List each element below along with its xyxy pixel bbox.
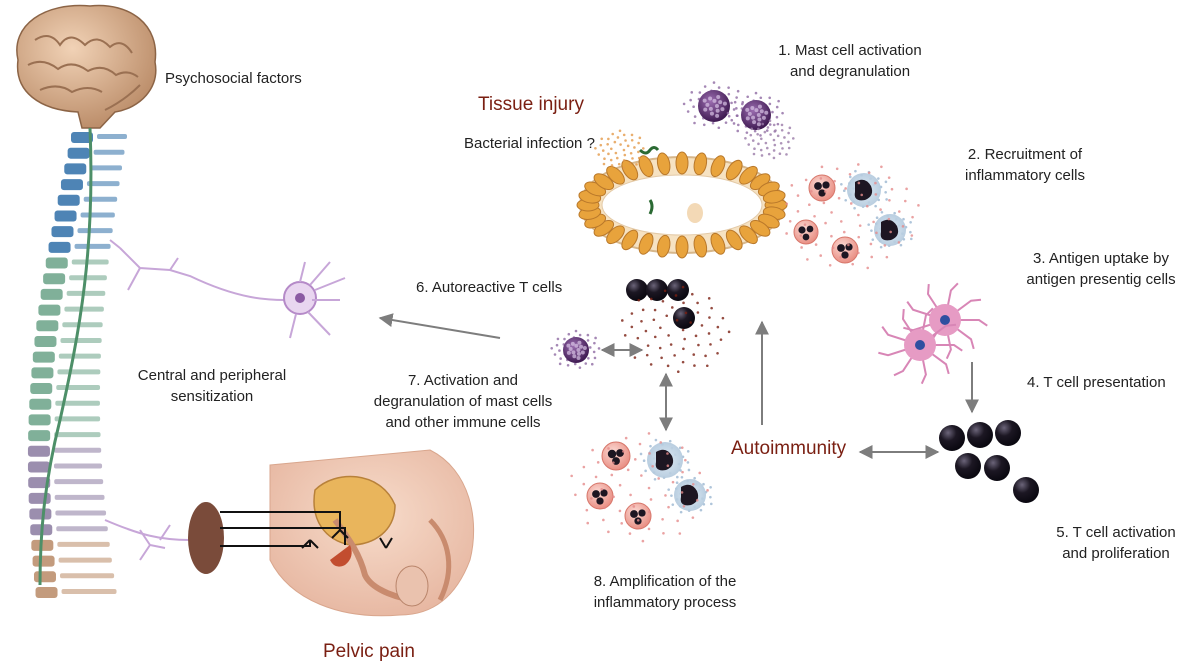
step3-line2: antigen presentig cells [1026,271,1176,288]
step2-line1: 2. Recruitment of [967,146,1083,163]
label-step5: 5. T cell activation and proliferation [1040,522,1192,564]
pain-pathway-lines [220,511,393,549]
step2-line2: inflammatory cells [964,167,1086,184]
neutrophil [601,441,631,471]
arrow-to-neuron [378,313,501,339]
label-pelvic-pain: Pelvic pain [323,641,415,662]
neutrophil [624,502,652,530]
mast-cell [682,81,744,130]
label-central-sensitization: Central and peripheral sensitization [112,365,312,407]
step7-line1: 7. Activation and [407,372,519,389]
t-cell [955,453,981,479]
step7-line2: degranulation of mast cells [373,393,553,410]
label-step8: 8. Amplification of the inflammatory pro… [570,571,760,613]
epithelium-ring [576,151,788,259]
pelvis-illustration [269,449,475,617]
neuron-upper [109,239,346,339]
step8-line2: inflammatory process [593,594,737,611]
macrophage [867,210,913,249]
label-step7: 7. Activation and degranulation of mast … [358,370,568,433]
bacteria [638,146,703,223]
antigen-presenting-cell [878,307,963,385]
t-cell [1013,477,1039,503]
mast-cell [726,91,784,137]
step1-line1: 1. Mast cell activation [778,42,922,59]
spinal-cord [38,127,93,586]
neutrophil [586,482,614,510]
label-step3: 3. Antigen uptake by antigen presentig c… [1010,248,1192,290]
neutrophil [808,174,836,202]
t-cell [667,279,689,301]
neutrophil [793,219,819,245]
t-cell [995,420,1021,446]
t-cell [626,279,648,301]
pelvic-organ [188,502,224,574]
arrows [378,313,979,459]
central-sensitization-line2: sensitization [170,388,254,405]
t-cell [939,425,965,451]
label-autoimmunity: Autoimmunity [731,438,847,459]
label-psychosocial-factors: Psychosocial factors [165,70,302,87]
macrophage [667,475,713,514]
t-cell [984,455,1010,481]
t-cell [967,422,993,448]
step5-line1: 5. T cell activation [1056,524,1176,541]
neuron-lower [104,519,191,561]
neutrophil [831,236,859,264]
step3-line1: 3. Antigen uptake by [1033,250,1169,267]
macrophage [840,169,888,210]
step1-line2: and degranulation [789,63,911,80]
step8-line1: 8. Amplification of the [593,573,737,590]
t-cell [646,279,668,301]
label-step6: 6. Autoreactive T cells [416,279,563,296]
label-step1: 1. Mast cell activation and degranulatio… [760,40,940,82]
label-bacterial-infection: Bacterial infection ? [464,135,595,152]
label-step4: 4. T cell presentation [1027,374,1166,391]
label-step2: 2. Recruitment of inflammatory cells [945,144,1105,186]
macrophage [639,438,691,481]
central-sensitization-line1: Central and peripheral [137,367,287,384]
t-cell [673,307,695,329]
mast-cell [550,329,601,369]
step5-line2: and proliferation [1062,545,1170,562]
brain-illustration [16,4,157,129]
step7-line3: and other immune cells [385,414,541,431]
label-tissue-injury: Tissue injury [478,94,584,115]
